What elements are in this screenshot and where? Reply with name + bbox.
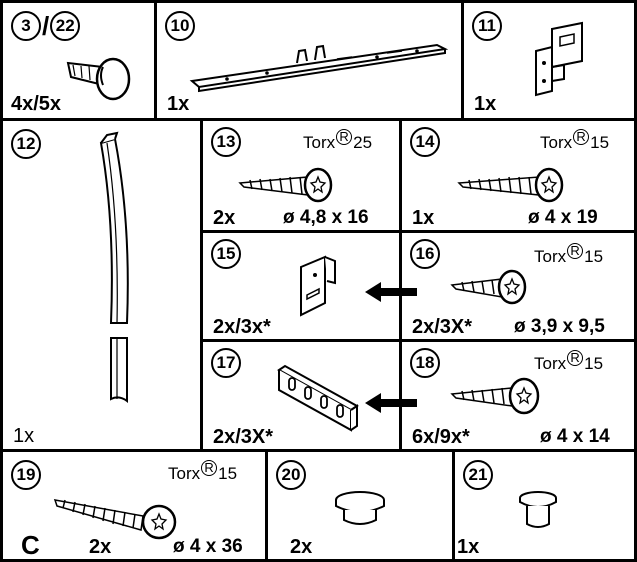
rail-bracket-illustration [535, 21, 583, 97]
plug-illustration [519, 491, 557, 528]
part-cell-3-22: 3/22 4x/5x [0, 0, 157, 121]
dimension-label: ø 4 x 19 [528, 207, 598, 228]
dimension-label: ø 4 x 14 [540, 426, 610, 447]
torx-size: 15 [218, 464, 238, 483]
quantity-label: 2x/3X* [412, 316, 473, 338]
dimension-label: ø 3,9 x 9,5 [514, 316, 605, 337]
part-number-19: 19 [11, 460, 41, 490]
quantity-label: 2x [290, 536, 313, 558]
slotted-plate-illustration [277, 364, 359, 432]
curved-profile-illustration [99, 131, 129, 403]
torx-label: Torx [303, 133, 336, 152]
registered-mark: R [567, 243, 584, 259]
part-number-18: 18 [410, 348, 440, 378]
part-number-22: 22 [50, 11, 81, 41]
part-cell-20: 20 2x [265, 449, 455, 562]
dimension-label: ø 4 x 36 [173, 536, 243, 557]
arrow-left-icon [365, 393, 417, 413]
part-number-13: 13 [211, 127, 241, 157]
number-separator: / [42, 10, 50, 41]
long-screw-illustration [53, 499, 177, 540]
quantity-label: 2x [89, 536, 112, 558]
part-number-15: 15 [211, 239, 241, 269]
part-number-16: 16 [410, 239, 440, 269]
part-number-3: 3 [11, 11, 41, 41]
torx-label: Torx [168, 464, 201, 483]
part-cell-21: 21 1x [452, 449, 637, 562]
dimension-label: ø 4,8 x 16 [283, 207, 369, 228]
part-cell-11: 11 1x [461, 0, 637, 121]
torx-size: 15 [584, 247, 604, 266]
hanging-rail-illustration [189, 43, 449, 93]
torx-label: Torx [534, 247, 567, 266]
quantity-label: 1x [474, 93, 497, 115]
part-cell-17: 17 2x/3X* [200, 339, 402, 452]
cover-cap-illustration [335, 491, 385, 525]
quantity-label: 1x [457, 536, 480, 558]
registered-mark: R [567, 350, 584, 366]
torx-size: 15 [584, 354, 604, 373]
screw-illustration [450, 377, 540, 415]
torx-label: Torx [534, 354, 567, 373]
quantity-label: 2x/3x* [213, 316, 271, 338]
quantity-label: 6x/9x* [412, 426, 470, 448]
arrow-left-icon [365, 282, 417, 302]
torx-size: 15 [590, 133, 610, 152]
part-number-pair: 3/22 [11, 10, 81, 41]
screw-illustration [238, 167, 333, 203]
quantity-label: 2x/3X* [213, 426, 274, 448]
quantity-label: 1x [167, 93, 190, 115]
part-number-21: 21 [463, 460, 493, 490]
quantity-label: 2x [213, 207, 236, 229]
quantity-label: 1x [13, 425, 35, 447]
part-number-14: 14 [410, 127, 440, 157]
part-number-17: 17 [211, 348, 241, 378]
part-number-10: 10 [165, 11, 195, 41]
part-number-11: 11 [472, 11, 502, 41]
torx-size: 25 [353, 133, 373, 152]
registered-mark: R [336, 129, 353, 145]
quantity-label: 1x [412, 207, 435, 229]
clip-bracket-illustration [300, 255, 336, 317]
fitting-letter: C [21, 530, 40, 560]
screw-illustration [457, 167, 564, 203]
part-cell-10: 10 1x [154, 0, 464, 121]
dowel-pin-illustration [66, 57, 131, 101]
quantity-label: 4x/5x [11, 93, 62, 115]
registered-mark: R [573, 129, 590, 145]
torx-label: Torx [540, 133, 573, 152]
part-number-12: 12 [11, 129, 41, 159]
part-cell-12: 12 1x [0, 118, 203, 452]
part-number-20: 20 [276, 460, 306, 490]
screw-illustration [450, 269, 527, 305]
registered-mark: R [201, 460, 218, 476]
